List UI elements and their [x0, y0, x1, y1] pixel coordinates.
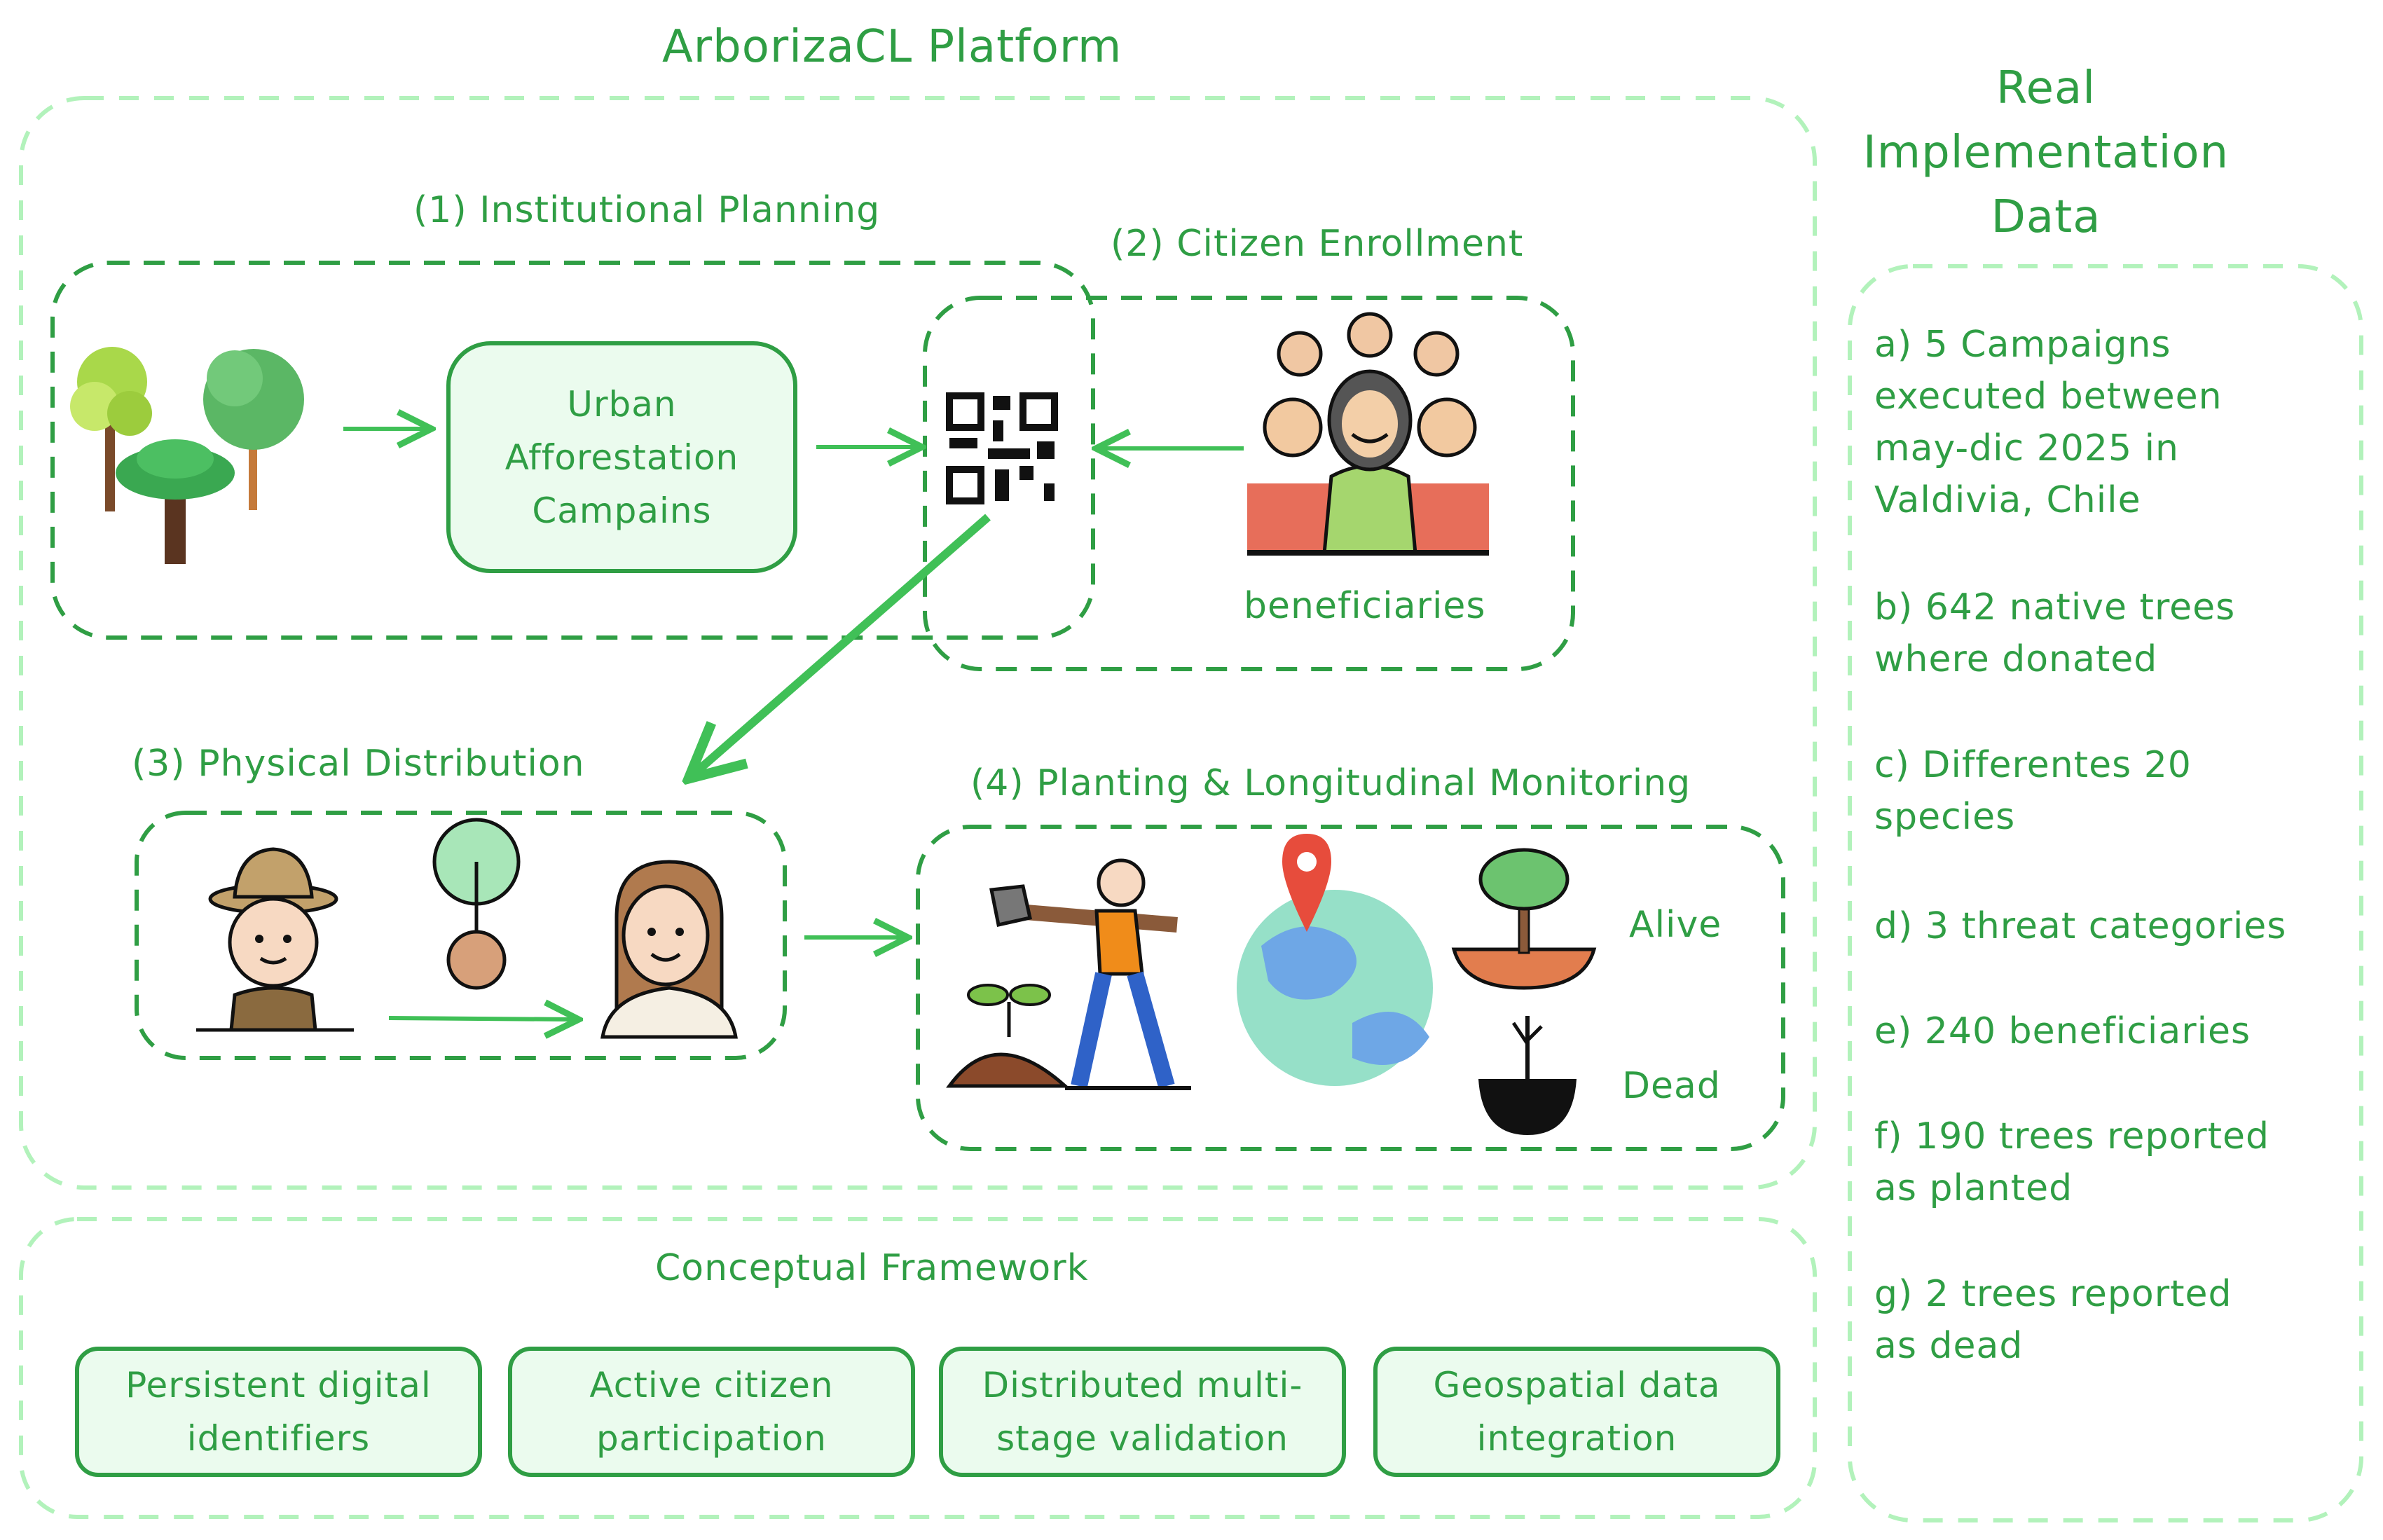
beneficiaries-label: beneficiaries — [1244, 585, 1486, 627]
implementation-item-c: c) Differentes 20 species — [1874, 744, 2192, 838]
enrollment-box — [923, 296, 1575, 671]
implementation-item-b: b) 642 native trees where donated — [1874, 586, 2236, 680]
sapling-pot-icon — [432, 818, 521, 990]
planning-box — [50, 261, 1095, 640]
trees-icon — [70, 347, 304, 564]
campaign-box — [446, 341, 797, 573]
implementation-item-g: g) 2 trees reported as dead — [1874, 1273, 2232, 1367]
step-distribution-title: (3) Physical Distribution — [132, 743, 585, 785]
arrow-ranger-to-woman — [388, 1018, 575, 1019]
framework-item-2: Active citizen participation — [589, 1365, 834, 1459]
qr-code-icon — [946, 392, 1058, 504]
framework-box-1 — [75, 1347, 482, 1477]
implementation-item-a: a) 5 Campaigns executed between may-dic … — [1874, 324, 2223, 521]
alive-tree-icon — [1451, 848, 1597, 990]
framework-container — [19, 1217, 1817, 1519]
implementation-item-e: e) 240 beneficiaries — [1874, 1010, 2251, 1052]
distribution-box — [135, 811, 787, 1060]
framework-title: Conceptual Framework — [655, 1247, 1089, 1289]
implementation-title: Real Implementation Data — [1862, 62, 2230, 243]
platform-container — [19, 96, 1817, 1190]
planting-worker-icon — [946, 858, 1191, 1090]
arrow-qr-to-distribution — [694, 514, 991, 774]
implementation-container — [1848, 264, 2363, 1522]
alive-label: Alive — [1629, 904, 1722, 946]
framework-box-2 — [508, 1347, 915, 1477]
framework-item-4: Geospatial data integration — [1433, 1365, 1721, 1459]
framework-item-3: Distributed multi- stage validation — [982, 1365, 1303, 1459]
dead-label: Dead — [1622, 1065, 1721, 1107]
step-enrollment-title: (2) Citizen Enrollment — [1111, 223, 1524, 265]
campaign-label: Urban Afforestation Campains — [504, 383, 739, 531]
ranger-icon — [196, 847, 354, 1032]
implementation-item-f: f) 190 trees reported as planted — [1874, 1115, 2269, 1209]
step-monitoring-title: (4) Planting & Longitudinal Monitoring — [970, 762, 1691, 804]
monitoring-box — [916, 825, 1785, 1151]
woman-icon — [600, 860, 738, 1039]
implementation-item-d: d) 3 threat categories — [1874, 905, 2287, 947]
platform-title: ArborizaCL Platform — [662, 21, 1122, 73]
framework-box-4 — [1373, 1347, 1780, 1477]
dead-tree-icon — [1478, 1016, 1577, 1135]
framework-item-1: Persistent digital identifiers — [125, 1365, 432, 1459]
globe-pin-icon — [1237, 834, 1433, 1086]
beneficiaries-icon — [1247, 312, 1489, 556]
framework-box-3 — [939, 1347, 1346, 1477]
step-planning-title: (1) Institutional Planning — [413, 189, 881, 231]
